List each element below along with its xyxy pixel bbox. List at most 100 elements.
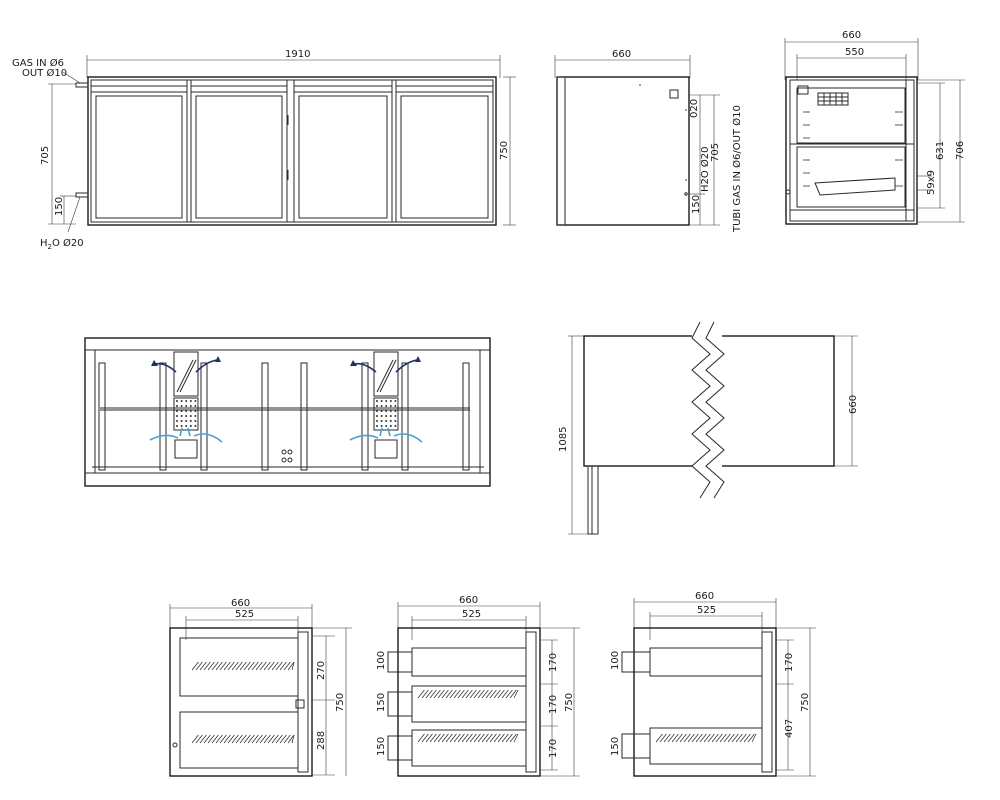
hatch-line: [489, 689, 497, 699]
top-side-depth-660: 660: [848, 395, 859, 414]
hatch-line: [723, 733, 731, 743]
hatch-line: [275, 661, 283, 671]
side-dim-705: 705: [710, 143, 721, 162]
hatch-line: [267, 734, 275, 744]
side-dim-020: 020: [689, 99, 700, 118]
side-cabinet-body: [556, 76, 690, 226]
drawer1-width-525: 525: [235, 609, 254, 620]
plan-compressor-unit-2: [373, 351, 399, 459]
hatch-line: [493, 689, 501, 699]
hatch-line: [449, 733, 457, 743]
hatch-line: [231, 734, 239, 744]
perforation-dot: [185, 420, 188, 422]
perforation-dot: [389, 410, 392, 412]
section-height-706: 706: [955, 141, 966, 160]
hatch-line: [461, 733, 469, 743]
hatch-line: [255, 661, 263, 671]
hatch-line: [667, 733, 675, 743]
perforation-dot: [185, 425, 188, 427]
hatch-line: [223, 734, 231, 744]
hatch-line: [461, 689, 469, 699]
hatch-line: [711, 733, 719, 743]
hatch-line: [675, 733, 683, 743]
drawer2-width-525: 525: [462, 609, 481, 620]
hatch-line: [513, 733, 519, 743]
hatch-line: [243, 661, 251, 671]
drawer3-left-100: 100: [610, 651, 621, 670]
perforation-dot: [389, 400, 392, 402]
hatch-line: [255, 734, 263, 744]
hatch-line: [271, 734, 279, 744]
hatch-line: [679, 733, 687, 743]
perforation-dot: [385, 425, 388, 427]
plan-outer: [84, 337, 491, 487]
perforation-dot: [385, 420, 388, 422]
hatch-line: [243, 734, 251, 744]
perforation-dot: [180, 405, 183, 407]
hatch-line: [497, 689, 505, 699]
perforation-dot: [176, 410, 178, 412]
hatch-line: [287, 661, 295, 671]
perforation-dot: [185, 405, 188, 407]
hatch-line: [485, 689, 493, 699]
perforation-dot: [189, 415, 192, 417]
hatch-line: [191, 734, 199, 744]
drawer1-dim-288: 288: [316, 731, 327, 750]
hatch-line: [449, 689, 457, 699]
perforation-dot: [380, 425, 383, 427]
drawer3-hatching: [655, 733, 757, 743]
hatch-line: [501, 733, 509, 743]
perforation-dot: [389, 405, 392, 407]
drawer-view-3: 660 525 100 150 170 407 750: [610, 591, 816, 777]
perforation-dot: [189, 400, 192, 402]
hatch-line: [417, 733, 425, 743]
side-gas-pipes-label: TUBI GAS IN Ø6/OUT Ø10: [731, 105, 743, 233]
hatch-line: [263, 661, 271, 671]
perforation-dot: [176, 405, 178, 407]
drawer-view-2: 660 525 100 150 150 170 170 170 750: [376, 595, 580, 777]
hatch-line: [441, 733, 449, 743]
side-dim-150: 150: [691, 195, 702, 214]
water-label: H2O Ø20: [40, 237, 84, 251]
front-door-3: [293, 79, 393, 223]
hatch-line: [505, 733, 513, 743]
perforation-dot: [180, 415, 183, 417]
hatch-line: [445, 689, 453, 699]
perforation-dot: [176, 415, 178, 417]
perforation-dot: [176, 400, 178, 402]
hatch-line: [473, 689, 481, 699]
front-height-750: 750: [499, 141, 510, 160]
drawer2-right-170b: 170: [548, 695, 559, 714]
perforation-dot: [180, 425, 183, 427]
drawer2-right-170a: 170: [548, 653, 559, 672]
hatch-line: [731, 733, 739, 743]
hatch-line: [429, 733, 437, 743]
hatch-line: [437, 689, 445, 699]
perforation-dot: [380, 415, 383, 417]
section-width-660: 660: [842, 30, 861, 41]
drawer1-body: [169, 627, 313, 777]
hatch-line: [687, 733, 695, 743]
front-width-label: 1910: [285, 49, 310, 60]
drawer2-width-660: 660: [459, 595, 478, 606]
perforation-dot: [194, 400, 197, 402]
drawer3-body: [633, 627, 777, 777]
hatch-line: [211, 734, 219, 744]
gas-in-label: GAS IN Ø6: [12, 57, 64, 69]
drawer3-right-170: 170: [784, 653, 795, 672]
front-view: 1910: [12, 49, 516, 251]
hatch-line: [481, 689, 489, 699]
drawer2-height-750: 750: [564, 693, 575, 712]
hatch-line: [719, 733, 727, 743]
hatch-line: [655, 733, 663, 743]
side-dim-h2o: H2O Ø20: [699, 146, 711, 192]
hatch-line: [703, 733, 711, 743]
hatch-line: [291, 734, 295, 744]
hatch-line: [227, 734, 235, 744]
drawer2-left-150a: 150: [376, 693, 387, 712]
perforation-dot: [194, 420, 197, 422]
drawer1-width-660: 660: [231, 598, 250, 609]
drawer2-right-170c: 170: [548, 739, 559, 758]
perforation-dot: [376, 425, 378, 427]
